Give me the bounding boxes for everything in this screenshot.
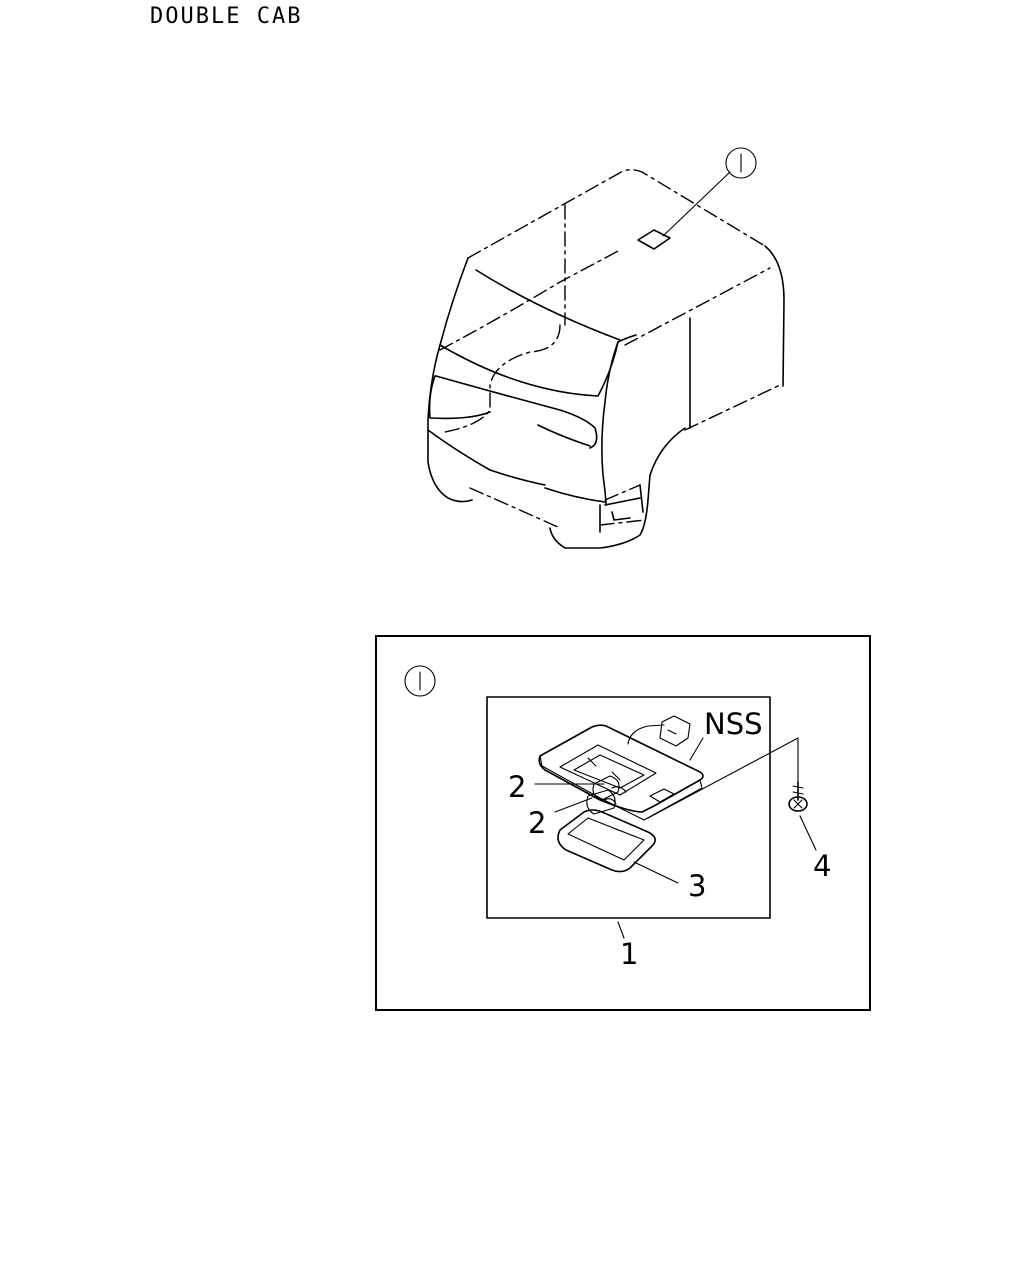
- callout-screw: 4: [813, 849, 831, 883]
- cab-illustration: [427, 147, 785, 549]
- assembly-frame: [486, 696, 771, 919]
- callout-bulb-lower: 2: [528, 806, 546, 840]
- callout-assembly: 1: [620, 937, 638, 971]
- callout-nss: NSS: [704, 707, 763, 741]
- detail-callout-marker: [725, 147, 757, 179]
- bulb-upper: [592, 775, 627, 801]
- callout-bulb-upper: 2: [508, 770, 526, 804]
- bulb-lower: [586, 789, 617, 815]
- dome-light-marker: [637, 229, 671, 250]
- screw: [788, 781, 808, 812]
- dome-lamp-lens: [557, 809, 656, 873]
- dome-lamp-housing: [538, 715, 704, 821]
- page-title: DOUBLE CAB: [150, 4, 303, 29]
- callout-lens: 3: [688, 869, 706, 903]
- detail-ref-marker: [404, 665, 436, 697]
- detail-frame: [375, 635, 871, 1011]
